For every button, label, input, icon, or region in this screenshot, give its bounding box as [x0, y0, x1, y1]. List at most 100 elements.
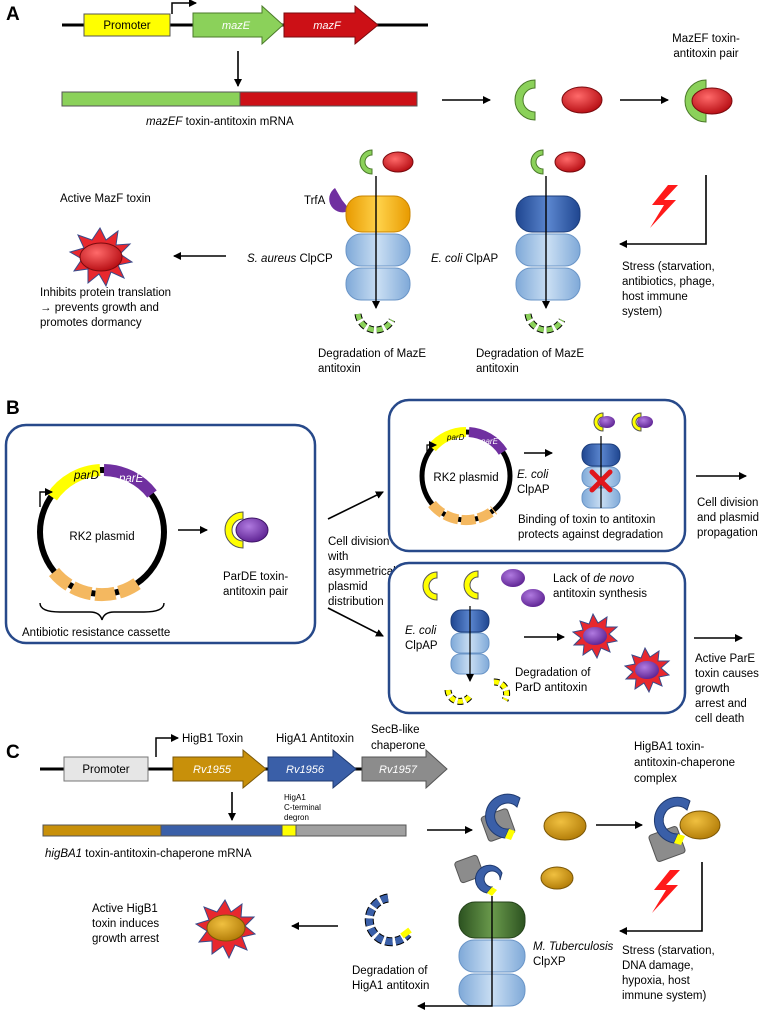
panel-b-label: B [6, 398, 20, 419]
mazef-mrna-label: mazEF toxin-antitoxin mRNA [146, 116, 294, 128]
division-line-1: Cell division [328, 536, 389, 548]
deg-maze-1-line-2: antitoxin [318, 363, 361, 375]
top-plasmid-label: RK2 plasmid [433, 472, 498, 484]
stress-c-line-4: immune system) [622, 990, 707, 1002]
binding-line-1: Binding of toxin to antitoxin [518, 514, 655, 526]
pare-toxin-bound [235, 517, 269, 543]
pard-gene-arc [47, 464, 101, 501]
mazf-mrna-segment [239, 91, 418, 107]
promoter-box-a [83, 13, 171, 37]
deg-maze-1-line-1: Degradation of MazE [318, 348, 426, 360]
propagation-box [387, 398, 687, 553]
higb1-toxin-free [543, 811, 587, 841]
higa1-entering-clpxp [475, 864, 503, 894]
division-arrow-up [327, 491, 384, 520]
degron-line-2: C-terminal [284, 803, 321, 812]
free-pare-1 [501, 569, 525, 587]
degron-mrna-segment [281, 824, 297, 837]
inhibits-line-1: Inhibits protein translation [40, 287, 171, 299]
degraded-pard-2 [493, 679, 510, 702]
stress-arrow-a [619, 175, 707, 248]
maze-degraded-2 [525, 313, 565, 333]
top-ecoli-label: E. coli [517, 469, 549, 481]
higa1-degron-complex [674, 834, 685, 845]
active-higb1-line-1: Active HigB1 [92, 903, 158, 915]
pard-label: parD [73, 470, 99, 482]
degraded-higa1 [365, 894, 411, 946]
inhibits-line-3: promotes dormancy [40, 317, 142, 329]
free-pard-1 [422, 571, 438, 601]
active-pare-line-5: cell death [695, 713, 744, 725]
maze-degraded-1 [355, 313, 395, 333]
division-line-3: asymmetrical [328, 566, 396, 578]
mazf-gene-label: mazF [313, 20, 342, 32]
mazf-toxin-free [561, 86, 603, 114]
panel-a-label: A [6, 4, 20, 25]
lack-line-2: antitoxin synthesis [553, 588, 647, 600]
trfa-label: TrfA [304, 195, 326, 207]
active-higb1-toxin [206, 914, 246, 942]
maze-gene [192, 4, 284, 46]
cell-death-box [387, 561, 687, 715]
higb1-label: HigB1 Toxin [182, 733, 243, 745]
rk2-plasmid-label: RK2 plasmid [69, 531, 134, 543]
deg-maze-2-line-1: Degradation of MazE [476, 348, 584, 360]
active-pare-line-2: toxin causes [695, 668, 759, 680]
top-pard-2 [631, 412, 642, 432]
inhibits-line-2: → prevents growth and [40, 302, 159, 314]
clpxp-degradation-arrow [417, 896, 493, 1010]
stress-c-line-2: DNA damage, [622, 960, 694, 972]
secb-mrna-segment [295, 824, 407, 837]
binding-line-2: protects against degradation [518, 529, 663, 541]
top-pard-1 [593, 412, 604, 432]
higa1-degron-entering [487, 887, 497, 896]
mazf-toxin-clpcp [382, 151, 414, 173]
promoter-label-c: Promoter [82, 764, 129, 776]
mtb-clpxp-line-1: M. Tuberculosis [533, 941, 614, 953]
resistance-cassette-arc [48, 567, 142, 602]
higb1-toxin-complex [679, 810, 721, 840]
deg-pard-line-2: ParD antitoxin [515, 682, 587, 694]
blocked-x-icon [589, 469, 613, 493]
deg-higa1-line-2: HigA1 antitoxin [352, 980, 429, 992]
deg-pard-line-1: Degradation of [515, 667, 591, 679]
mazef-pair-label-2: antitoxin pair [673, 48, 738, 60]
promoter-label-a: Promoter [103, 20, 150, 32]
active-pare-line-1: Active ParE [695, 653, 755, 665]
stress-a-line-4: system) [622, 306, 662, 318]
top-cassette-arc [428, 500, 498, 526]
top-pard-label: parD [446, 433, 465, 442]
maze-mrna-segment [61, 91, 241, 107]
higba1-mrna-label: higBA1 toxin-antitoxin-chaperone mRNA [45, 848, 252, 860]
rv1956-label: Rv1956 [286, 764, 325, 776]
saureus-clpcp-label: S. aureus ClpCP [247, 253, 333, 265]
division-line-5: distribution [328, 596, 384, 608]
pare-label: parE [118, 473, 144, 485]
clpcp-protease [345, 195, 411, 301]
clpap-protease-a [515, 195, 581, 301]
secb-line-2: chaperone [371, 740, 425, 752]
stress-a-line-2: antibiotics, phage, [622, 276, 715, 288]
active-pare-line-3: growth [695, 683, 730, 695]
panel-c-label: C [6, 742, 20, 763]
bottom-ecoli-label: E. coli [405, 625, 437, 637]
division-arrow-down [327, 607, 384, 637]
degraded-higa1-degron [400, 927, 412, 939]
top-promoter-arrow [426, 441, 437, 457]
top-pare-1 [599, 416, 615, 428]
division-line-4: plasmid [328, 581, 368, 593]
degron-line-3: degron [284, 813, 309, 822]
stress-bolt-a [650, 185, 678, 228]
maze-antitoxin-free [514, 79, 536, 121]
mazef-pair-label-1: MazEF toxin- [672, 33, 740, 45]
parde-pair-line-2: antitoxin pair [223, 586, 288, 598]
bottom-clpap-label: ClpAP [405, 640, 438, 652]
top-pare-arc [468, 427, 508, 455]
deg-higa1-line-1: Degradation of [352, 965, 428, 977]
tss-arrow-a [171, 0, 197, 14]
free-pard-2 [463, 570, 479, 600]
degraded-pard-1 [445, 689, 473, 704]
complex-line-1: HigBA1 toxin- [634, 741, 704, 753]
rv1955-label: Rv1955 [193, 764, 232, 776]
